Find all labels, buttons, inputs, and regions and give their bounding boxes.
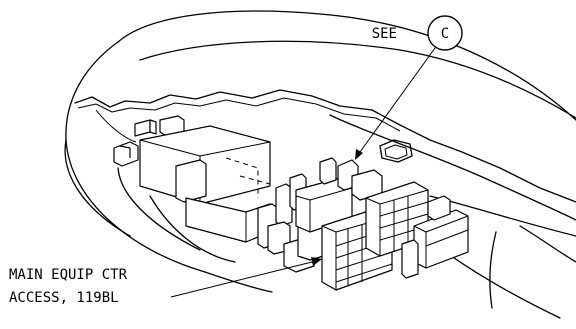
fuselage-outline <box>64 10 576 293</box>
detail-letter: C <box>441 26 449 42</box>
callout-arrowhead <box>355 149 363 160</box>
skin-cutaway <box>74 89 576 237</box>
callout-leader <box>359 47 436 153</box>
see-detail-callout: SEE C <box>355 15 463 160</box>
access-callout: MAIN EQUIP CTR ACCESS, 119BL <box>9 257 322 306</box>
left-equipment-rack <box>139 125 271 243</box>
right-avionics-rack <box>365 181 429 257</box>
access-arrowhead <box>311 257 322 266</box>
access-label-line1: MAIN EQUIP CTR <box>9 267 128 283</box>
center-shelf-racks <box>295 157 383 233</box>
detail-circle <box>427 15 463 51</box>
access-leader <box>170 261 313 298</box>
access-label-line2: ACCESS, 119BL <box>9 290 119 306</box>
aft-small-rack <box>401 209 469 279</box>
upper-left-components <box>113 115 185 167</box>
access-door <box>379 139 413 163</box>
see-label: SEE <box>372 26 397 42</box>
side-box <box>427 195 451 221</box>
